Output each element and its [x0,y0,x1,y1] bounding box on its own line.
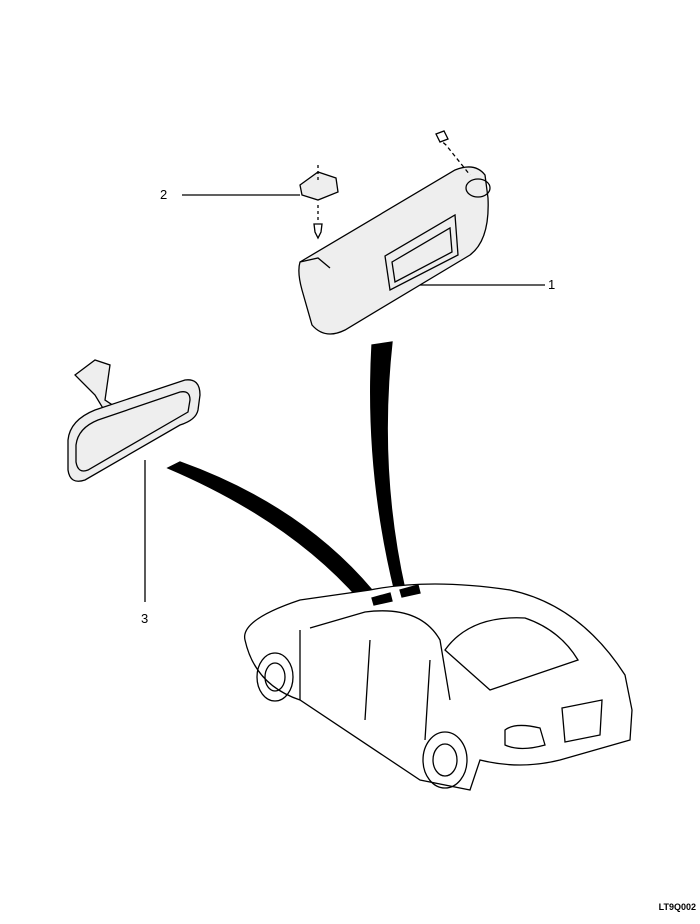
callout-2: 2 [160,187,168,202]
pointer-visor [370,341,406,593]
callout-1: 1 [548,277,556,292]
sun-visor [298,130,491,335]
pointer-mirror [166,461,373,601]
car-outline [244,583,633,791]
sun-visor-clip [299,165,339,240]
figure-code: LT9Q002 [658,902,696,912]
callout-3: 3 [141,611,149,626]
inside-rearview-mirror [67,359,201,482]
